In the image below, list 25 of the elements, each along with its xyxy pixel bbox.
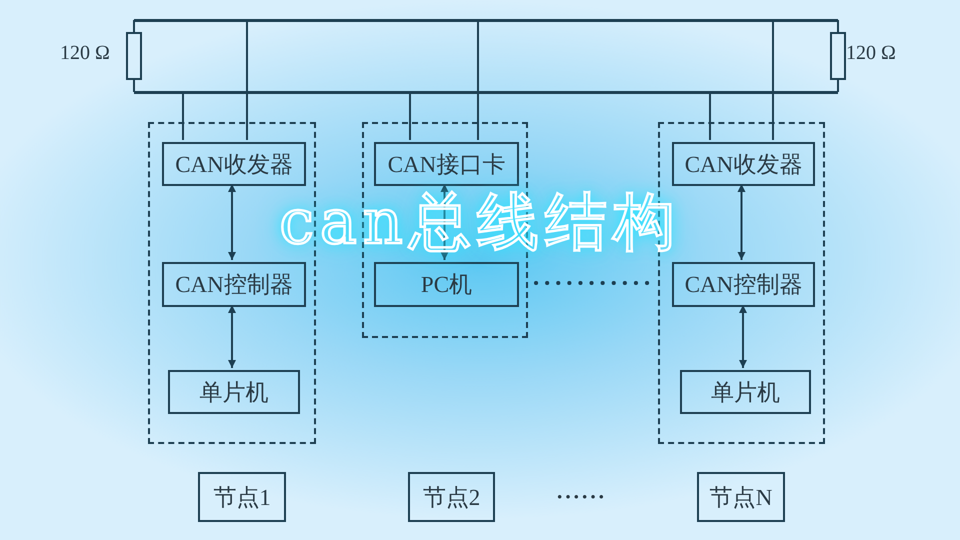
connector-line — [477, 22, 479, 140]
arrow — [738, 184, 746, 260]
component-box: CAN控制器 — [162, 262, 306, 307]
connector-line — [709, 94, 711, 140]
arrow — [228, 184, 236, 260]
resistance-label: 120 Ω — [60, 42, 110, 65]
bus-wire — [134, 19, 838, 22]
connector-line — [409, 94, 411, 140]
node-label-box: 节点1 — [198, 472, 286, 522]
bus-wire — [134, 91, 838, 94]
component-box: 单片机 — [168, 370, 300, 414]
node-label-box: 节点N — [697, 472, 785, 522]
arrow — [739, 305, 747, 368]
component-box: CAN收发器 — [672, 142, 815, 186]
connector-line — [182, 94, 184, 140]
node-label-box: 节点2 — [408, 472, 495, 522]
connector-line — [772, 22, 774, 140]
ellipsis: ······ — [556, 484, 606, 510]
resistance-label: 120 Ω — [846, 42, 896, 65]
component-box: CAN接口卡 — [374, 142, 519, 186]
component-box: CAN收发器 — [162, 142, 306, 186]
component-box: 单片机 — [680, 370, 811, 414]
component-box: CAN控制器 — [672, 262, 815, 307]
arrow — [228, 305, 236, 368]
connector-line — [246, 22, 248, 140]
